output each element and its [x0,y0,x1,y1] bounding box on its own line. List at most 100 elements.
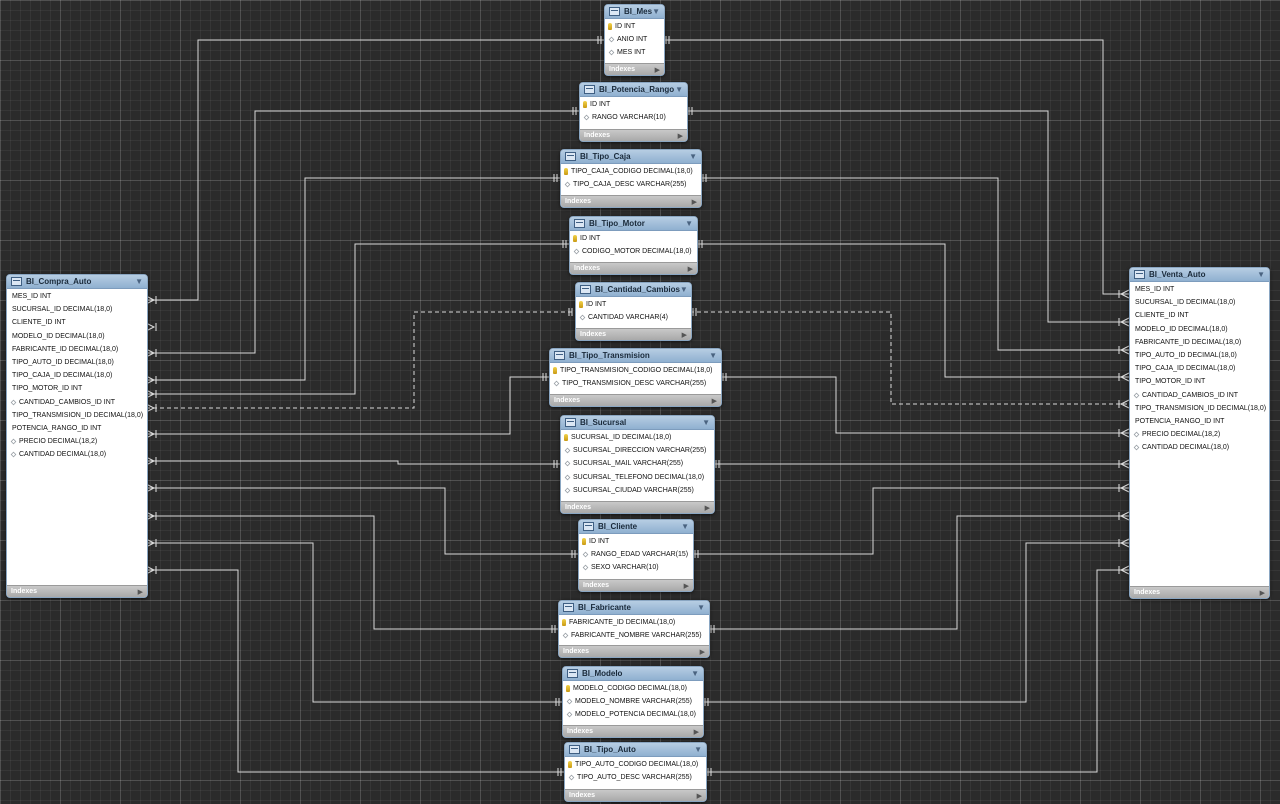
column-row[interactable]: TIPO_MOTOR_ID INT [7,382,147,395]
indexes-footer[interactable]: Indexes▶ [559,645,709,657]
collapse-arrow-icon[interactable]: ▼ [135,277,143,286]
indexes-footer[interactable]: Indexes▶ [1130,586,1269,598]
indexes-footer[interactable]: Indexes▶ [565,789,706,801]
table-header[interactable]: BI_Fabricante▼ [559,601,709,615]
column-row[interactable]: ID INT [605,20,664,33]
column-row[interactable]: ID INT [580,98,687,111]
column-row[interactable]: TIPO_TRANSMISION_ID DECIMAL(18,0) [1130,402,1269,415]
expand-arrow-icon[interactable]: ▶ [137,588,143,596]
expand-arrow-icon[interactable]: ▶ [693,728,699,736]
collapse-arrow-icon[interactable]: ▼ [689,152,697,161]
expand-arrow-icon[interactable]: ▶ [691,198,697,206]
expand-arrow-icon[interactable]: ▶ [683,582,689,590]
indexes-footer[interactable]: Indexes▶ [7,585,147,597]
indexes-footer[interactable]: Indexes▶ [580,129,687,141]
indexes-footer[interactable]: Indexes▶ [561,195,701,207]
column-row[interactable]: CANTIDAD_CAMBIOS_ID INT [7,396,147,409]
indexes-footer[interactable]: Indexes▶ [563,725,703,737]
table-header[interactable]: BI_Modelo▼ [563,667,703,681]
table-bi-tipo-auto[interactable]: BI_Tipo_Auto▼TIPO_AUTO_CODIGO DECIMAL(18… [564,742,707,802]
column-row[interactable]: SUCURSAL_ID DECIMAL(18,0) [1130,296,1269,309]
column-row[interactable]: FABRICANTE_ID DECIMAL(18,0) [559,616,709,629]
expand-arrow-icon[interactable]: ▶ [654,66,660,74]
column-row[interactable]: FABRICANTE_NOMBRE VARCHAR(255) [559,629,709,642]
table-bi-fabricante[interactable]: BI_Fabricante▼FABRICANTE_ID DECIMAL(18,0… [558,600,710,658]
column-row[interactable]: CANTIDAD VARCHAR(4) [576,311,691,324]
indexes-footer[interactable]: Indexes▶ [570,262,697,274]
expand-arrow-icon[interactable]: ▶ [711,397,717,405]
column-row[interactable]: SUCURSAL_MAIL VARCHAR(255) [561,457,714,470]
column-row[interactable]: TIPO_AUTO_ID DECIMAL(18,0) [7,356,147,369]
collapse-arrow-icon[interactable]: ▼ [691,669,699,678]
column-row[interactable]: MODELO_ID DECIMAL(18,0) [1130,323,1269,336]
table-header[interactable]: BI_Tipo_Motor▼ [570,217,697,231]
expand-arrow-icon[interactable]: ▶ [1259,589,1265,597]
column-row[interactable]: CANTIDAD_CAMBIOS_ID INT [1130,389,1269,402]
collapse-arrow-icon[interactable]: ▼ [694,745,702,754]
column-row[interactable]: ID INT [576,298,691,311]
column-row[interactable]: TIPO_MOTOR_ID INT [1130,375,1269,388]
column-row[interactable]: PRECIO DECIMAL(18,2) [1130,428,1269,441]
indexes-footer[interactable]: Indexes▶ [576,328,691,340]
column-row[interactable]: TIPO_AUTO_DESC VARCHAR(255) [565,771,706,784]
column-row[interactable]: CLIENTE_ID INT [1130,309,1269,322]
indexes-footer[interactable]: Indexes▶ [579,579,693,591]
column-row[interactable]: TIPO_TRANSMISION_CODIGO DECIMAL(18,0) [550,364,721,377]
column-row[interactable]: TIPO_CAJA_DESC VARCHAR(255) [561,178,701,191]
column-row[interactable]: MODELO_ID DECIMAL(18,0) [7,330,147,343]
column-row[interactable]: CANTIDAD DECIMAL(18,0) [1130,441,1269,454]
indexes-footer[interactable]: Indexes▶ [605,63,664,75]
expand-arrow-icon[interactable]: ▶ [704,504,710,512]
column-row[interactable]: SUCURSAL_TELEFONO DECIMAL(18,0) [561,471,714,484]
column-row[interactable]: MODELO_POTENCIA DECIMAL(18,0) [563,708,703,721]
table-header[interactable]: BI_Compra_Auto▼ [7,275,147,289]
column-row[interactable]: MES INT [605,46,664,59]
column-row[interactable]: TIPO_CAJA_CODIGO DECIMAL(18,0) [561,165,701,178]
column-row[interactable]: TIPO_AUTO_ID DECIMAL(18,0) [1130,349,1269,362]
expand-arrow-icon[interactable]: ▶ [681,331,687,339]
column-row[interactable]: FABRICANTE_ID DECIMAL(18,0) [1130,336,1269,349]
column-row[interactable]: POTENCIA_RANGO_ID INT [7,422,147,435]
column-row[interactable]: MODELO_CODIGO DECIMAL(18,0) [563,682,703,695]
column-row[interactable]: SUCURSAL_ID DECIMAL(18,0) [7,303,147,316]
column-row[interactable]: TIPO_TRANSMISION_ID DECIMAL(18,0) [7,409,147,422]
table-header[interactable]: BI_Sucursal▼ [561,416,714,430]
table-header[interactable]: BI_Mes▼ [605,5,664,19]
column-row[interactable]: TIPO_TRANSMISION_DESC VARCHAR(255) [550,377,721,390]
expand-arrow-icon[interactable]: ▶ [687,265,693,273]
column-row[interactable]: CODIGO_MOTOR DECIMAL(18,0) [570,245,697,258]
column-row[interactable]: RANGO VARCHAR(10) [580,111,687,124]
table-header[interactable]: BI_Tipo_Transmision▼ [550,349,721,363]
column-row[interactable]: MES_ID INT [1130,283,1269,296]
collapse-arrow-icon[interactable]: ▼ [681,522,689,531]
collapse-arrow-icon[interactable]: ▼ [1257,270,1265,279]
column-row[interactable]: POTENCIA_RANGO_ID INT [1130,415,1269,428]
column-row[interactable]: PRECIO DECIMAL(18,2) [7,435,147,448]
column-row[interactable]: RANGO_EDAD VARCHAR(15) [579,548,693,561]
column-row[interactable]: SEXO VARCHAR(10) [579,561,693,574]
collapse-arrow-icon[interactable]: ▼ [685,219,693,228]
indexes-footer[interactable]: Indexes▶ [550,394,721,406]
table-bi-tipo-caja[interactable]: BI_Tipo_Caja▼TIPO_CAJA_CODIGO DECIMAL(18… [560,149,702,208]
table-bi-sucursal[interactable]: BI_Sucursal▼SUCURSAL_ID DECIMAL(18,0)SUC… [560,415,715,514]
table-header[interactable]: BI_Potencia_Rango▼ [580,83,687,97]
table-header[interactable]: BI_Tipo_Auto▼ [565,743,706,757]
table-header[interactable]: BI_Venta_Auto▼ [1130,268,1269,282]
table-header[interactable]: BI_Cliente▼ [579,520,693,534]
table-bi-modelo[interactable]: BI_Modelo▼MODELO_CODIGO DECIMAL(18,0)MOD… [562,666,704,738]
column-row[interactable]: SUCURSAL_CIUDAD VARCHAR(255) [561,484,714,497]
expand-arrow-icon[interactable]: ▶ [699,648,705,656]
indexes-footer[interactable]: Indexes▶ [561,501,714,513]
column-row[interactable]: ID INT [579,535,693,548]
column-row[interactable]: MODELO_NOMBRE VARCHAR(255) [563,695,703,708]
collapse-arrow-icon[interactable]: ▼ [702,418,710,427]
column-row[interactable]: MES_ID INT [7,290,147,303]
table-header[interactable]: BI_Cantidad_Cambios▼ [576,283,691,297]
